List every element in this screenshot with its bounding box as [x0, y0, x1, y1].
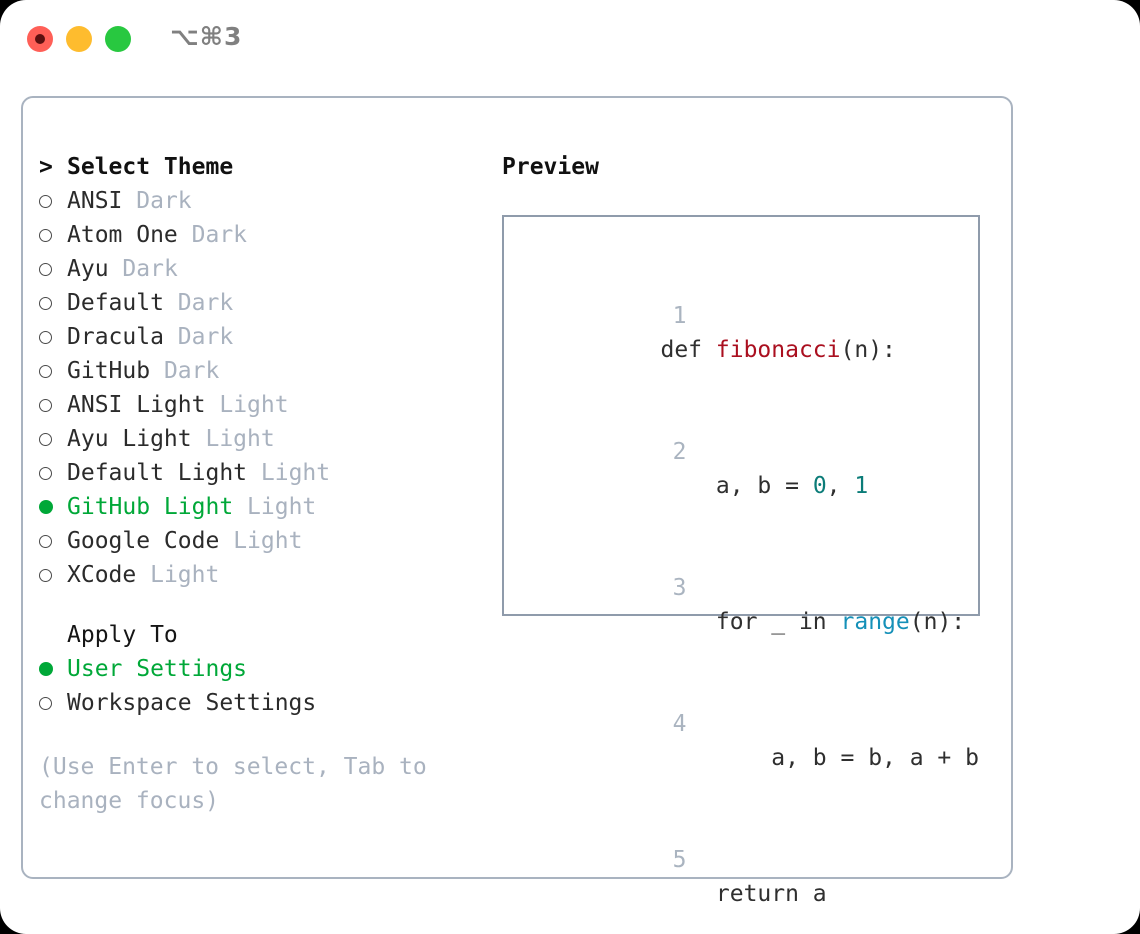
preview-column: Preview 1 def fibonacci(n): 2 a, b = 0, … — [502, 150, 992, 907]
theme-variant: Dark — [177, 290, 234, 316]
code-token: return a — [660, 881, 827, 907]
theme-variant: Dark — [122, 256, 178, 282]
theme-name: ANSI — [67, 188, 123, 214]
theme-name: GitHub — [67, 358, 151, 384]
theme-variant: Dark — [191, 222, 248, 248]
line-number: 1 — [672, 303, 687, 329]
hint-spacer — [39, 720, 479, 736]
theme-list-item-ansi-light[interactable]: ANSI Light Light — [39, 388, 479, 422]
line-number: 3 — [672, 575, 687, 601]
theme-list-item-github-light[interactable]: GitHub Light Light — [39, 490, 479, 524]
radio-selected-icon — [39, 662, 67, 676]
radio-ring-icon — [39, 194, 67, 208]
recording-indicator-icon — [35, 34, 45, 44]
radio-ring-icon — [39, 534, 67, 548]
caret-icon: > — [39, 154, 53, 180]
code-line: 5 return a — [522, 809, 978, 934]
code-token: def — [660, 337, 716, 363]
code-token: (n): — [909, 609, 966, 635]
radio-ring-icon — [39, 364, 67, 378]
code-token-number: 1 — [854, 473, 869, 499]
theme-list-item-github-dark[interactable]: GitHub Dark — [39, 354, 479, 388]
theme-list-item-xcode[interactable]: XCode Light — [39, 558, 479, 592]
radio-ring-icon — [39, 568, 67, 582]
theme-variant: Light — [247, 494, 317, 520]
code-line: 4 a, b = b, a + b — [522, 673, 979, 809]
radio-ring-icon — [39, 262, 67, 276]
apply-to-heading-label: Apply To — [67, 622, 178, 648]
radio-ring-icon — [39, 432, 67, 446]
select-theme-heading: > Select Theme — [39, 150, 479, 184]
code-token: for _ in — [660, 609, 841, 635]
theme-variant: Dark — [136, 188, 192, 214]
theme-variant: Dark — [177, 324, 234, 350]
theme-name: ANSI Light — [67, 392, 206, 418]
apply-to-option-workspace-settings[interactable]: Workspace Settings — [39, 686, 479, 720]
radio-selected-icon — [39, 500, 67, 514]
apply-to-heading: Apply To — [39, 618, 479, 652]
theme-list-item-google-code[interactable]: Google Code Light — [39, 524, 479, 558]
code-token-call: range — [840, 609, 910, 635]
line-number: 4 — [672, 711, 687, 737]
theme-name: Dracula — [67, 324, 164, 350]
code-token: a, b = b, a + b — [660, 745, 979, 771]
theme-list-item-atom-one-dark[interactable]: Atom One Dark — [39, 218, 479, 252]
title-bar: ⌥⌘3 — [0, 0, 1140, 78]
theme-name: Ayu — [67, 256, 109, 282]
code-token-function: fibonacci — [715, 337, 841, 363]
code-line: 3 for _ in range(n): — [522, 537, 978, 673]
theme-variant: Light — [233, 528, 303, 554]
theme-variant: Dark — [163, 358, 220, 384]
theme-name: Default Light — [67, 460, 248, 486]
theme-list-item-default-dark[interactable]: Default Dark — [39, 286, 479, 320]
theme-picker-column: > Select Theme ANSI Dark Atom One Dark A… — [39, 150, 479, 818]
theme-list-item-default-light[interactable]: Default Light Light — [39, 456, 479, 490]
theme-name: Default — [67, 290, 164, 316]
keyboard-hint-text: (Use Enter to select, Tab to change focu… — [39, 754, 441, 814]
theme-list-item-ayu-dark[interactable]: Ayu Dark — [39, 252, 479, 286]
radio-ring-icon — [39, 228, 67, 242]
theme-variant: Light — [219, 392, 289, 418]
code-token: (n): — [840, 337, 896, 363]
maximize-traffic-light-button[interactable] — [105, 26, 131, 52]
theme-variant: Light — [260, 460, 331, 486]
code-line: 1 def fibonacci(n): — [522, 265, 978, 401]
radio-ring-icon — [39, 398, 67, 412]
radio-ring-icon — [39, 466, 67, 480]
line-number: 2 — [672, 439, 687, 465]
radio-ring-icon — [39, 330, 67, 344]
theme-list-item-ansi-dark[interactable]: ANSI Dark — [39, 184, 479, 218]
theme-list-item-dracula-dark[interactable]: Dracula Dark — [39, 320, 479, 354]
theme-name: XCode — [67, 562, 137, 588]
preview-code-box: 1 def fibonacci(n): 2 a, b = 0, 1 3 for … — [502, 215, 980, 907]
code-token-number: 0 — [812, 473, 827, 499]
radio-ring-icon — [39, 696, 67, 710]
theme-name: GitHub Light — [67, 494, 234, 520]
apply-to-option-user-settings[interactable]: User Settings — [39, 652, 479, 686]
preview-heading: Preview — [502, 154, 599, 180]
keyboard-shortcut-label: ⌥⌘3 — [170, 22, 243, 51]
theme-name: Atom One — [67, 222, 178, 248]
code-line: 2 a, b = 0, 1 — [522, 401, 978, 537]
theme-selector-panel: > Select Theme ANSI Dark Atom One Dark A… — [21, 96, 1013, 907]
minimize-traffic-light-button[interactable] — [66, 26, 92, 52]
apply-to-option-label: User Settings — [67, 656, 248, 682]
line-number: 5 — [672, 847, 687, 873]
radio-ring-icon — [39, 296, 67, 310]
apply-to-option-label: Workspace Settings — [67, 690, 317, 716]
section-spacer — [39, 592, 479, 618]
theme-name: Ayu Light — [67, 426, 192, 452]
theme-variant: Light — [150, 562, 220, 588]
code-token: , — [826, 473, 855, 499]
theme-name: Google Code — [67, 528, 220, 554]
select-theme-heading-label: Select Theme — [67, 154, 234, 180]
code-token: a, b = — [660, 473, 813, 499]
theme-list-item-ayu-light[interactable]: Ayu Light Light — [39, 422, 479, 456]
theme-variant: Light — [205, 426, 275, 452]
